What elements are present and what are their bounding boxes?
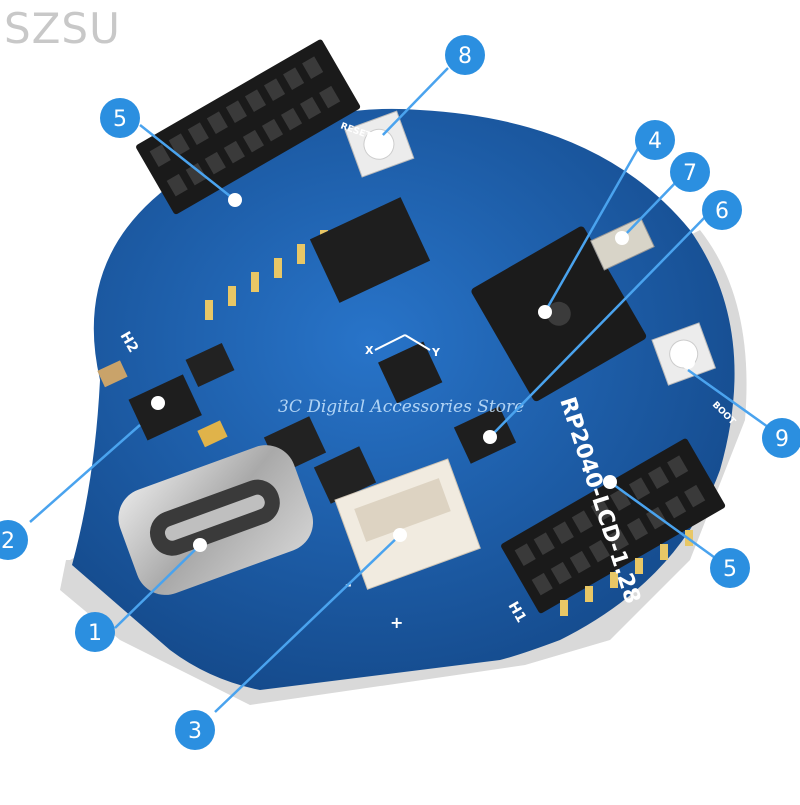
svg-text:6: 6 (715, 199, 729, 224)
rp2040-chip (471, 226, 647, 402)
watermark-text: SZSU (4, 4, 121, 53)
callout-8: 8 (445, 35, 485, 75)
store-watermark: 3C Digital Accessories Store (278, 397, 524, 417)
callout-7: 7 (670, 152, 710, 192)
callout-dots (151, 133, 695, 552)
header-h1 (501, 438, 726, 614)
svg-text:4: 4 (648, 129, 662, 154)
callout-3: 3 (175, 710, 215, 750)
callout-9: 9 (762, 418, 800, 458)
header-h2 (136, 39, 361, 215)
svg-text:2: 2 (1, 529, 15, 554)
battery-connector (334, 458, 481, 590)
svg-text:3: 3 (188, 719, 202, 744)
callout-6: 6 (702, 190, 742, 230)
gyro-x-label: X (365, 344, 374, 357)
small-chip (185, 342, 235, 388)
gyro-axis-marker (374, 334, 431, 351)
callout-4: 4 (635, 120, 675, 160)
ldo-chip (309, 197, 431, 303)
svg-text:8: 8 (458, 44, 472, 69)
svg-text:5: 5 (113, 107, 127, 132)
gyro-y-label: Y (431, 346, 441, 359)
callout-lines (29, 67, 776, 713)
svg-text:5: 5 (723, 557, 737, 582)
battery-plus-label: + (390, 613, 403, 632)
tantalum-cap (97, 360, 128, 388)
callout-5-left: 5 (100, 98, 140, 138)
svg-text:7: 7 (683, 161, 697, 186)
regulator-chip (313, 446, 377, 504)
charge-chip (128, 374, 202, 441)
svg-text:9: 9 (775, 427, 789, 452)
callout-5-right: 5 (710, 548, 750, 588)
callout-1: 1 (75, 612, 115, 652)
callout-2: 2 (0, 520, 28, 560)
flash-chip (378, 341, 443, 404)
svg-text:1: 1 (88, 621, 102, 646)
usb-c-connector (118, 445, 314, 595)
tantalum-cap-2 (197, 420, 228, 448)
